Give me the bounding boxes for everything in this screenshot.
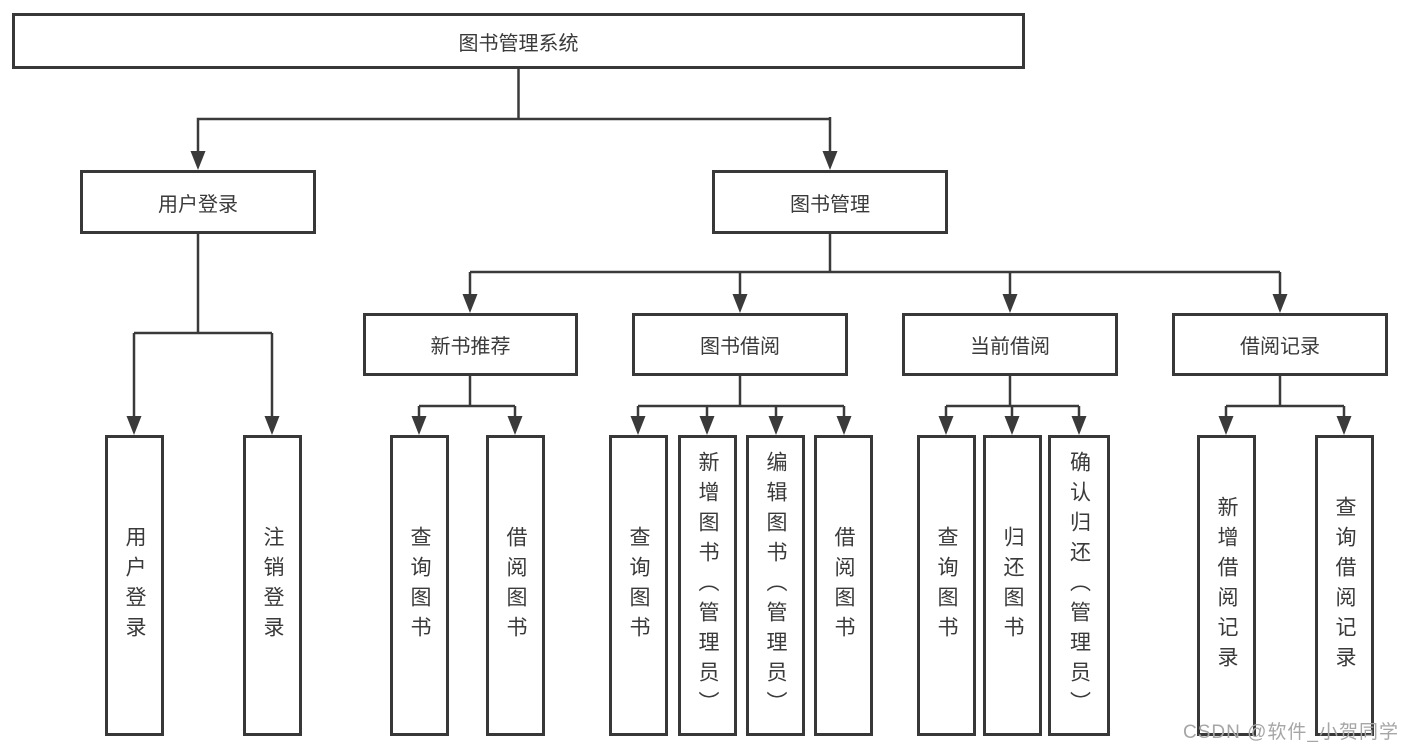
node-leaf-cb-return-books-label: 归还图书 [1001,525,1025,646]
node-leaf-logout-label: 注销登录 [261,525,285,646]
node-leaf-nb-borrow-books-label: 借阅图书 [504,525,528,646]
node-leaf-br-add-record-label: 新增借阅记录 [1215,495,1239,676]
node-leaf-cb-query-books: 查询图书 [917,435,976,736]
node-root-label: 图书管理系统 [458,32,579,55]
node-book-borrow: 图书借阅 [632,313,848,376]
node-current-borrow: 当前借阅 [902,313,1118,376]
node-leaf-cb-confirm-return: 确认归还（管理员） [1048,435,1110,736]
node-new-book-recommend-label: 新书推荐 [430,336,511,358]
node-leaf-br-add-record: 新增借阅记录 [1197,435,1256,736]
node-leaf-cb-query-books-label: 查询图书 [935,525,959,646]
node-user-login: 用户登录 [80,170,316,234]
node-borrow-records: 借阅记录 [1172,313,1388,376]
arrowhead-icons [126,151,1352,435]
node-leaf-nb-borrow-books: 借阅图书 [486,435,545,736]
node-book-borrow-label: 图书借阅 [700,336,780,358]
node-leaf-nb-query-books-label: 查询图书 [408,525,432,646]
node-leaf-br-query-record: 查询借阅记录 [1315,435,1374,736]
node-leaf-bb-query-books: 查询图书 [609,435,668,736]
node-leaf-nb-query-books: 查询图书 [390,435,449,736]
node-leaf-user-login: 用户登录 [105,435,164,736]
node-new-book-recommend: 新书推荐 [363,313,578,376]
node-current-borrow-label: 当前借阅 [970,336,1050,358]
node-leaf-bb-edit-books: 编辑图书（管理员） [746,435,805,736]
node-leaf-bb-edit-books-label: 编辑图书（管理员） [764,450,788,721]
node-leaf-br-query-record-label: 查询借阅记录 [1333,495,1357,676]
node-leaf-bb-borrow-books-label: 借阅图书 [832,525,856,646]
node-leaf-bb-borrow-books: 借阅图书 [814,435,873,736]
node-leaf-user-login-label: 用户登录 [123,525,147,646]
node-leaf-logout: 注销登录 [243,435,302,736]
node-book-management-label: 图书管理 [790,193,870,216]
node-user-login-label: 用户登录 [158,193,238,216]
csdn-watermark: CSDN @软件_小贺同学 [1183,722,1399,743]
node-leaf-cb-return-books: 归还图书 [983,435,1042,736]
node-leaf-cb-confirm-return-label: 确认归还（管理员） [1067,450,1091,721]
node-root: 图书管理系统 [12,13,1025,69]
node-borrow-records-label: 借阅记录 [1240,336,1320,358]
node-leaf-bb-add-books-label: 新增图书（管理员） [696,450,720,721]
node-leaf-bb-query-books-label: 查询图书 [627,525,651,646]
node-book-management: 图书管理 [712,170,948,234]
node-leaf-bb-add-books: 新增图书（管理员） [678,435,737,736]
